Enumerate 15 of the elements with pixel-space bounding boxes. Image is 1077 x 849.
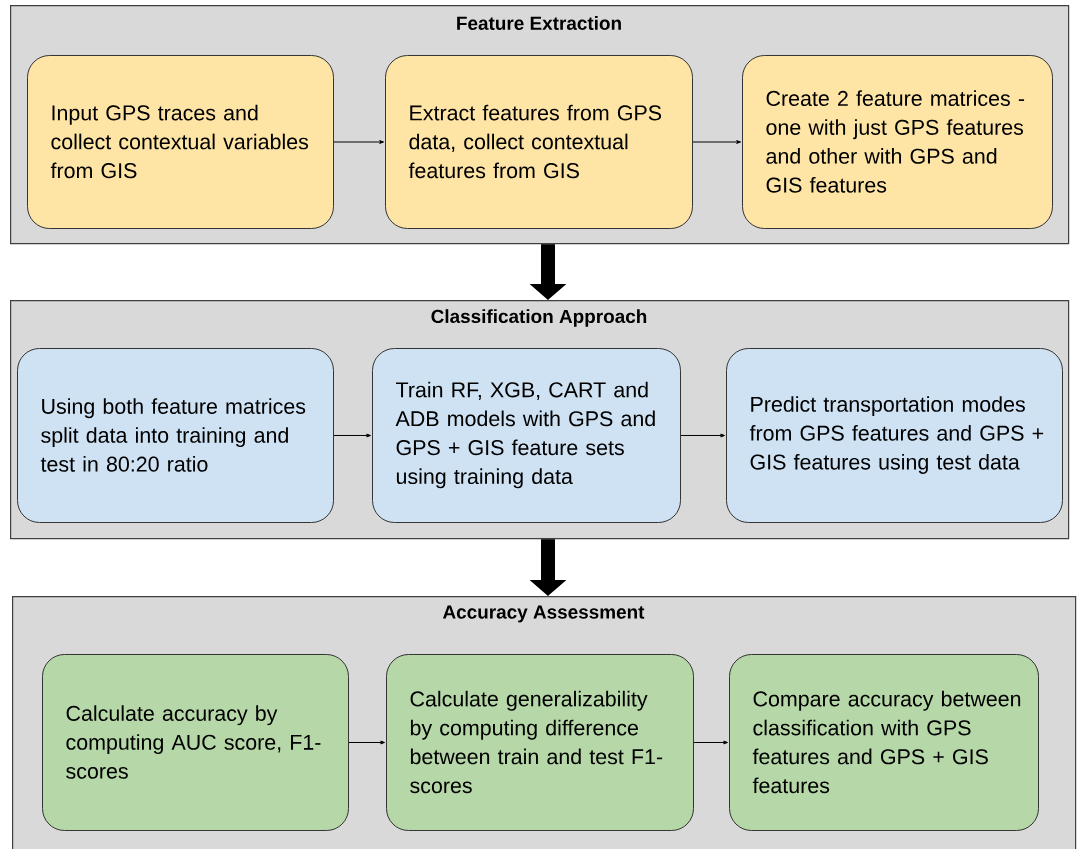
process-box: Using both feature matrices split data into training and test in 80:20 ratio bbox=[17, 348, 334, 523]
arrow bbox=[680, 433, 725, 438]
arrow bbox=[348, 740, 385, 745]
process-box: Calculate accuracy by computing AUC score, F1-scores bbox=[42, 654, 349, 831]
arrow bbox=[333, 140, 384, 144]
arrow bbox=[693, 740, 728, 745]
process-box: Create 2 feature matrices - one with just GPS features and other with GPS and GIS features bbox=[742, 55, 1053, 229]
arrow bbox=[333, 433, 371, 438]
arrow bbox=[692, 140, 741, 144]
process-box: Extract features from GPS data, collect contextual features from GIS bbox=[385, 55, 693, 229]
process-box: Predict transportation modes from GPS features and GPS + GIS features using test data bbox=[726, 348, 1063, 523]
process-box: Train RF, XGB, CART and ADB models with GPS and GPS + GIS feature sets using training data bbox=[372, 348, 681, 523]
process-box: Compare accuracy between classification with GPS features and GPS + GIS features bbox=[729, 654, 1039, 831]
process-box: Calculate generalizability by computing difference between train and test F1-scores bbox=[386, 654, 694, 831]
process-box: Input GPS traces and collect contextual variables from GIS bbox=[27, 55, 334, 229]
